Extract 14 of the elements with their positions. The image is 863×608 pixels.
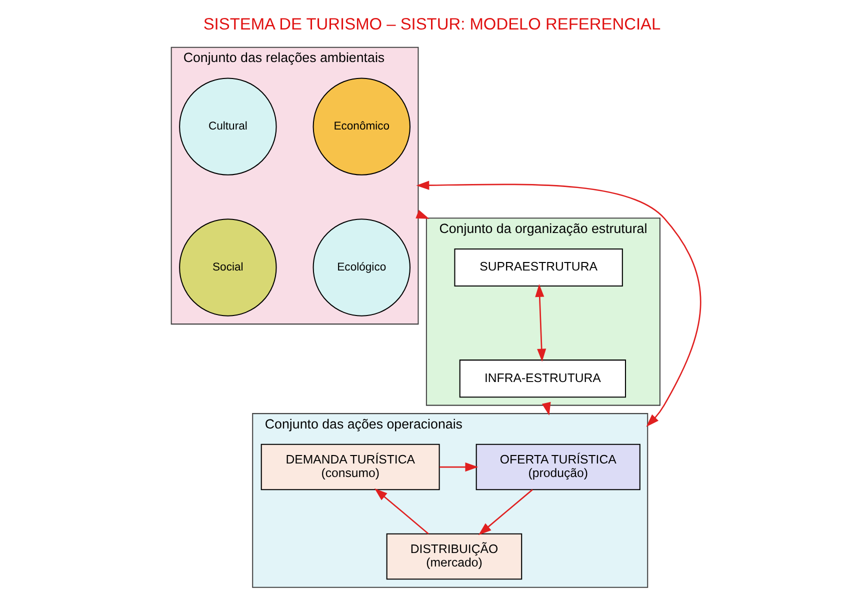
- node-circle: Social: [178, 218, 276, 316]
- node-box: SUPRAESTRUTURA: [454, 248, 622, 287]
- arrow: [478, 489, 532, 536]
- node-box: OFERTA TURÍSTICA (produção): [475, 444, 640, 490]
- node-box: DEMANDA TURÍSTICA (consumo): [260, 444, 440, 490]
- node-circle: Ecológico: [312, 218, 410, 316]
- node-box: DISTRIBUIÇÃO (mercado): [386, 533, 522, 580]
- diagram-title: SISTEMA DE TURISMO – SISTUR: MODELO REFERENCIAL: [202, 16, 660, 34]
- arrow: [374, 488, 428, 534]
- node-box: INFRA-ESTRUTURA: [458, 360, 626, 398]
- node-circle: Cultural: [178, 78, 276, 176]
- node-circle: Econômico: [312, 78, 410, 176]
- arrow: [439, 462, 478, 472]
- arrow: [534, 284, 546, 362]
